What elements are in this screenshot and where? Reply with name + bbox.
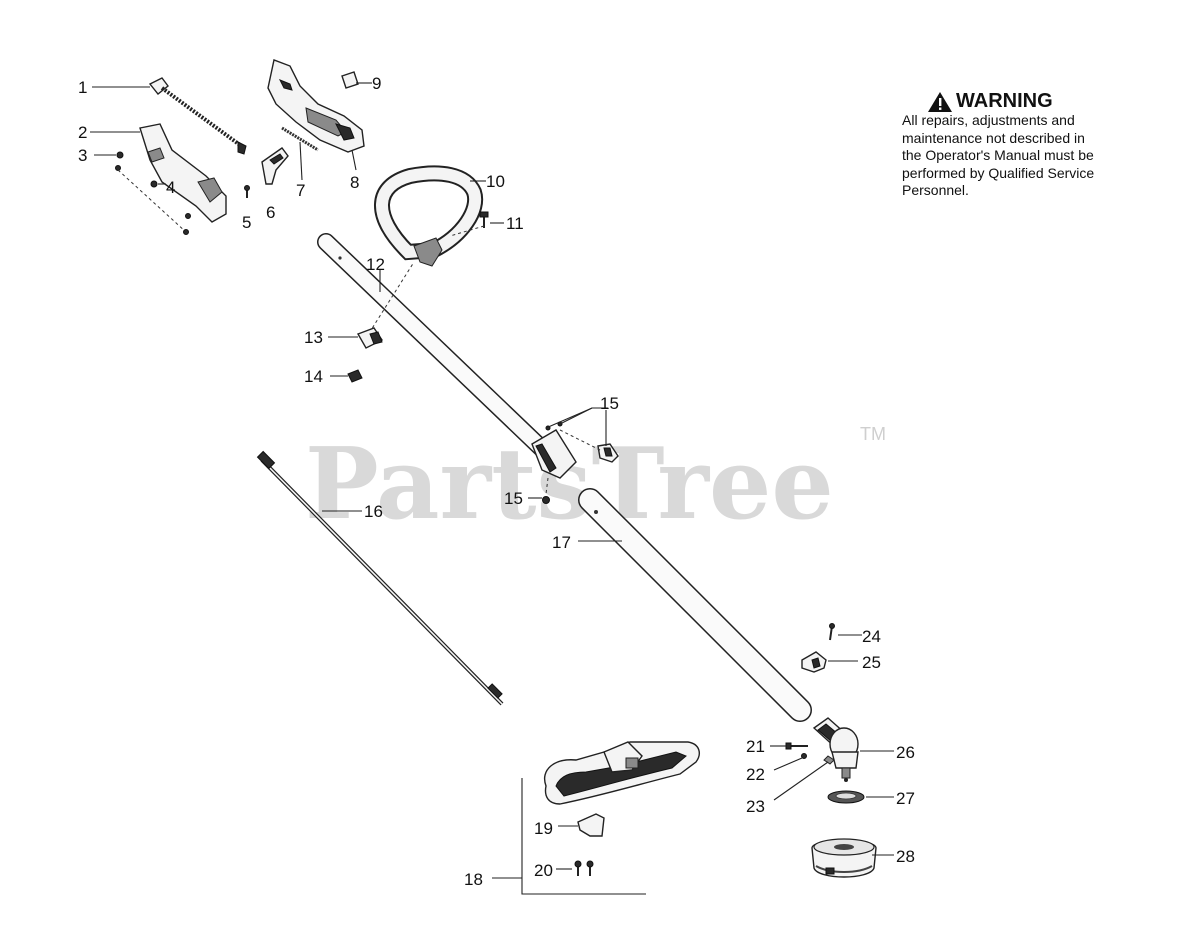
- label-18: 18: [464, 870, 483, 889]
- part-14-knob[interactable]: [347, 369, 363, 383]
- part-8-handle-half[interactable]: [267, 59, 365, 153]
- label-3: 3: [78, 146, 87, 165]
- label-8: 8: [350, 173, 359, 192]
- part-18-guard-assembly[interactable]: [543, 741, 700, 805]
- part-4-screw[interactable]: [150, 180, 158, 188]
- label-1: 1: [78, 78, 87, 97]
- part-5-pin[interactable]: [244, 185, 250, 199]
- label-15a: 15: [600, 394, 619, 413]
- part-12-upper-shaft-tube[interactable]: [317, 233, 569, 475]
- part-20-screws[interactable]: [574, 860, 594, 876]
- watermark-tm: TM: [860, 424, 886, 444]
- part-26-gear-head[interactable]: [812, 717, 859, 782]
- label-28: 28: [896, 847, 915, 866]
- part-16-drive-shaft[interactable]: [256, 450, 504, 706]
- warning-title: WARNING: [956, 90, 1053, 112]
- part-23-washer[interactable]: [823, 755, 835, 765]
- label-7: 7: [296, 181, 305, 200]
- part-6-trigger[interactable]: [261, 147, 289, 185]
- part-10-assist-handle[interactable]: [374, 165, 484, 267]
- label-23: 23: [746, 797, 765, 816]
- part-22-nut[interactable]: [801, 753, 807, 759]
- part-19-line-cutter[interactable]: [577, 813, 605, 837]
- part-15-coupler[interactable]: [531, 421, 619, 504]
- label-5: 5: [242, 213, 251, 232]
- label-20: 20: [534, 861, 553, 880]
- label-21: 21: [746, 737, 765, 756]
- label-14: 14: [304, 367, 323, 386]
- warning-body: All repairs, adjustments and maintenance…: [902, 112, 1095, 198]
- part-11-bolt[interactable]: [479, 211, 489, 228]
- label-16: 16: [364, 502, 383, 521]
- part-3-screw[interactable]: [115, 151, 124, 171]
- label-24: 24: [862, 627, 881, 646]
- part-7-spring[interactable]: [281, 126, 319, 152]
- label-17: 17: [552, 533, 571, 552]
- part-24-screw[interactable]: [829, 623, 835, 641]
- part-1-throttle-cable[interactable]: [148, 77, 247, 155]
- label-10: 10: [486, 172, 505, 191]
- label-6: 6: [266, 203, 275, 222]
- warning-icon: [928, 92, 952, 112]
- part-17-lower-shaft-tube[interactable]: [578, 488, 812, 722]
- part-27-washer[interactable]: [827, 790, 865, 804]
- label-11: 11: [506, 214, 524, 233]
- label-22: 22: [746, 765, 765, 784]
- label-27: 27: [896, 789, 915, 808]
- label-2: 2: [78, 123, 87, 142]
- label-19: 19: [534, 819, 553, 838]
- part-9-switch[interactable]: [341, 71, 359, 89]
- part-2-handle-housing[interactable]: [139, 123, 227, 223]
- watermark-text: PartsTree: [305, 427, 834, 542]
- label-26: 26: [896, 743, 915, 762]
- label-25: 25: [862, 653, 881, 672]
- part-28-trimmer-head[interactable]: [811, 838, 877, 878]
- label-15b: 15: [504, 489, 523, 508]
- label-9: 9: [372, 74, 381, 93]
- part-21-bolt[interactable]: [785, 742, 808, 750]
- label-4: 4: [166, 178, 175, 197]
- label-13: 13: [304, 328, 323, 347]
- label-12: 12: [366, 255, 385, 274]
